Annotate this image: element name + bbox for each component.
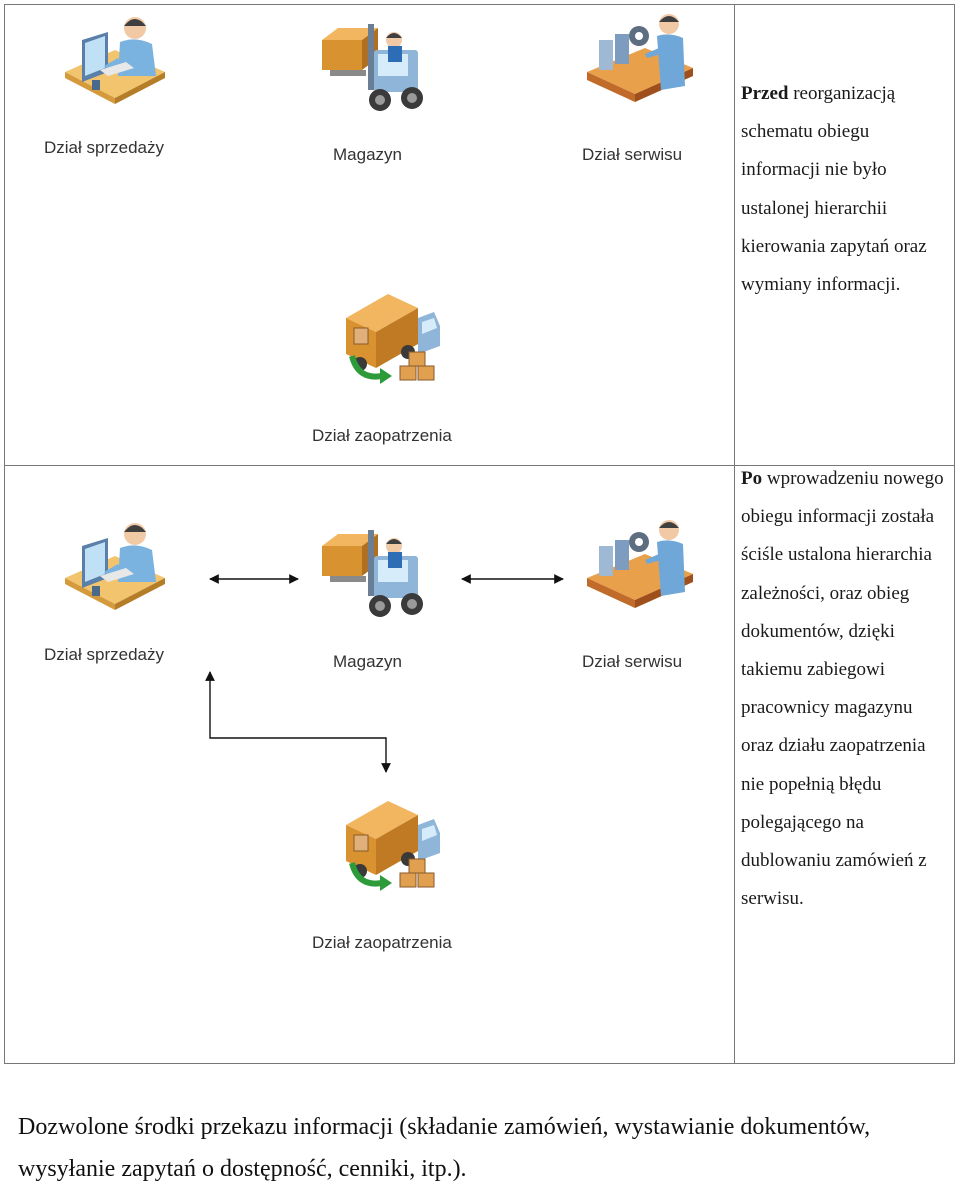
label-warehouse: Magazyn [333,145,402,164]
conveyor-technician-icon [587,520,693,608]
arrow-sales-supply [205,671,391,773]
before-keyword: Przed [741,83,789,104]
delivery-truck-icon [346,294,440,384]
before-text: reorganizacją schematu obiegu informacji… [741,83,927,296]
office-worker-computer-icon [65,17,165,104]
office-worker-computer-icon [65,523,165,610]
after-description: Po wprowadzeniu nowego obiegu informacji… [741,460,946,918]
label-sales: Dział sprzedaży [44,645,164,664]
conveyor-technician-icon [587,14,693,102]
caption: Dozwolone środki przekazu informacji (sk… [18,1114,871,1182]
delivery-truck-icon [346,801,440,891]
label-supply: Dział zaopatrzenia [312,933,452,952]
label-warehouse: Magazyn [333,652,402,671]
forklift-icon [322,24,423,111]
after-text: wprowadzeniu nowego obiegu informacji zo… [741,468,944,910]
after-keyword: Po [741,468,763,489]
forklift-icon [322,530,423,617]
comparison-table [4,4,955,1064]
table-column-divider [734,5,735,1063]
label-service: Dział serwisu [582,145,683,164]
label-sales: Dział sprzedaży [44,138,164,157]
label-supply: Dział zaopatrzenia [312,426,452,445]
table-row-divider [5,465,954,466]
before-description: Przed reorganizacją schematu obiegu info… [741,75,946,304]
label-service: Dział serwisu [582,652,683,671]
